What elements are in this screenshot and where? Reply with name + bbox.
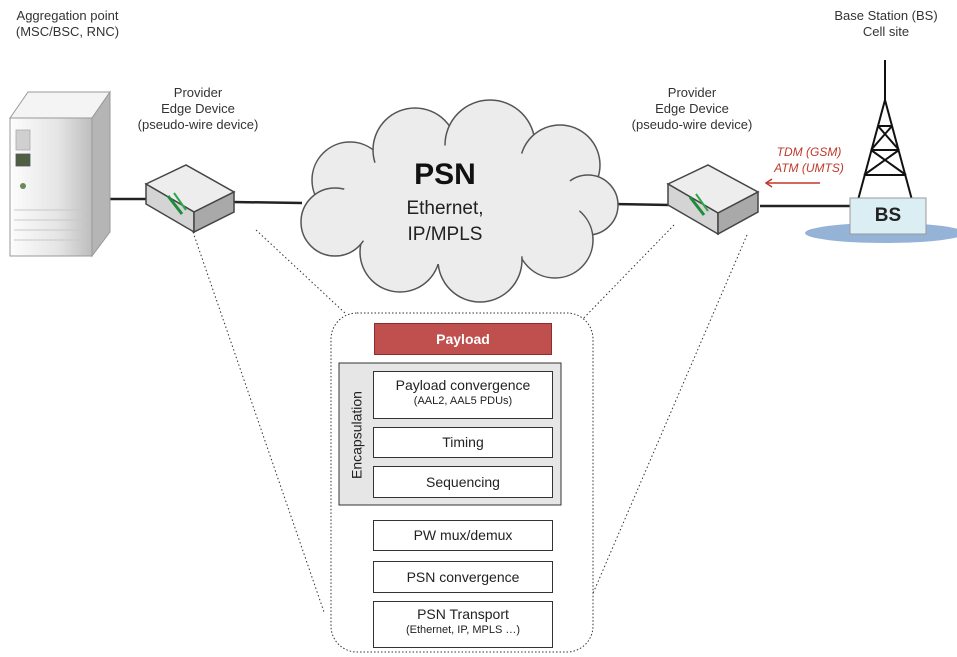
server-icon — [9, 90, 111, 258]
pe-left-line1: Provider — [173, 85, 223, 100]
layer-payload-convergence: Payload convergence (AAL2, AAL5 PDUs) — [373, 371, 553, 419]
layer-psn-transport-label: PSN Transport — [417, 606, 509, 622]
layer-payload-convergence-label: Payload convergence — [395, 377, 531, 393]
layer-psn-convergence: PSN convergence — [373, 561, 553, 593]
link-pe-left-cloud — [232, 200, 303, 205]
pe-right-label: Provider Edge Device (pseudo-wire device… — [612, 85, 772, 133]
arrow-left-icon — [764, 178, 820, 188]
layer-payload: Payload — [374, 323, 552, 355]
tdm-label: TDM (GSM) — [776, 145, 842, 159]
bs-box-shape — [849, 197, 927, 235]
pe-right-line1: Provider — [667, 85, 717, 100]
layer-timing: Timing — [373, 427, 553, 458]
pe-left-line3: (pseudo-wire device) — [137, 117, 259, 132]
pe-device-right-icon — [666, 164, 760, 236]
zoom-lines — [192, 224, 748, 613]
layer-pw-mux-label: PW mux/demux — [413, 527, 513, 543]
layer-psn-convergence-label: PSN convergence — [406, 569, 520, 585]
tower-icon — [857, 60, 913, 201]
bs-line1: Base Station (BS) — [834, 8, 938, 23]
aggregation-point-label: Aggregation point (MSC/BSC, RNC) — [0, 8, 135, 40]
base-station-label: Base Station (BS) Cell site — [816, 8, 956, 40]
pe-right-line3: (pseudo-wire device) — [631, 117, 753, 132]
link-cloud-pe-right — [611, 202, 671, 207]
encapsulation-label: Encapsulation — [349, 391, 365, 479]
psn-line2: IP/MPLS — [407, 224, 483, 245]
layer-payload-label: Payload — [436, 331, 490, 347]
pe-device-left-icon — [144, 164, 236, 234]
layer-pw-mux: PW mux/demux — [373, 520, 553, 551]
pe-left-label: Provider Edge Device (pseudo-wire device… — [118, 85, 278, 133]
atm-label: ATM (UMTS) — [774, 161, 844, 175]
pe-left-line2: Edge Device — [161, 101, 235, 116]
psn-line1: Ethernet, — [406, 198, 484, 219]
layer-sequencing-label: Sequencing — [426, 474, 500, 490]
bs-box-label: BS — [874, 205, 902, 226]
bs-line2: Cell site — [862, 24, 910, 39]
layer-sequencing: Sequencing — [373, 466, 553, 498]
psn-cloud-shape — [300, 99, 619, 303]
aggregation-line2: (MSC/BSC, RNC) — [15, 24, 120, 39]
psn-title: PSN — [414, 158, 476, 191]
layer-timing-label: Timing — [442, 434, 484, 450]
aggregation-line1: Aggregation point — [16, 8, 119, 23]
layer-psn-transport-sub: (Ethernet, IP, MPLS …) — [405, 624, 521, 636]
pe-right-line2: Edge Device — [655, 101, 729, 116]
layer-payload-convergence-sub: (AAL2, AAL5 PDUs) — [413, 395, 513, 407]
layer-psn-transport: PSN Transport (Ethernet, IP, MPLS …) — [373, 601, 553, 648]
